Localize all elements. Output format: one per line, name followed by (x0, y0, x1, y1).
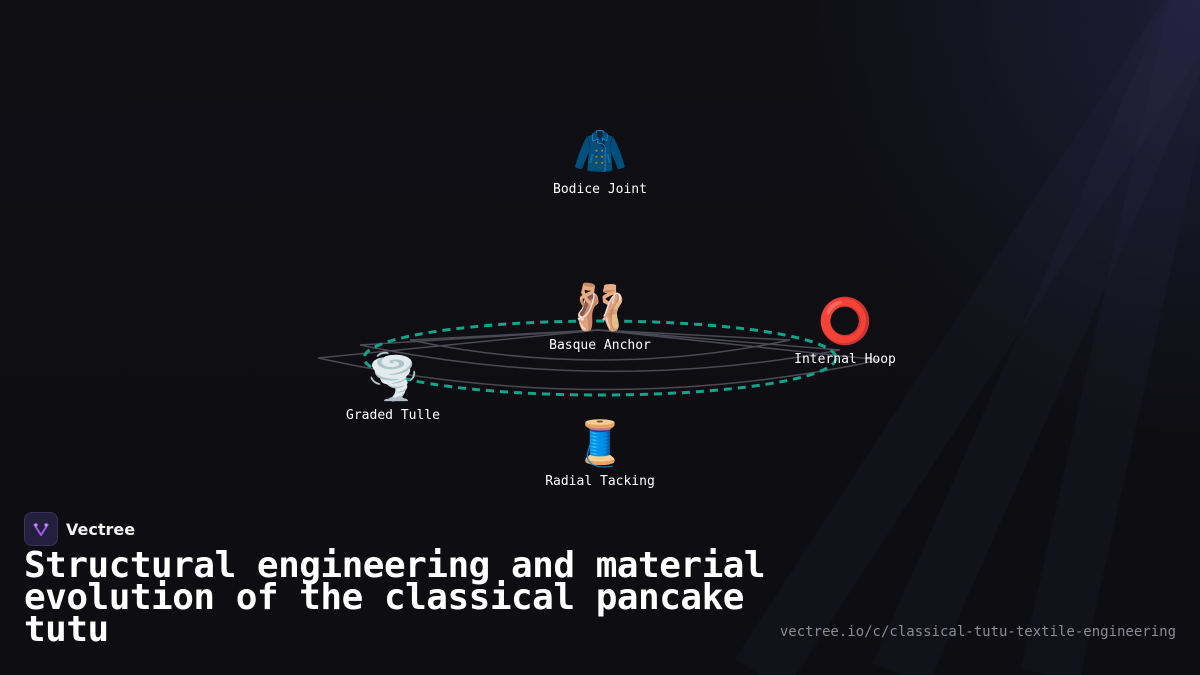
node-label: Radial Tacking (545, 474, 655, 489)
tornado-icon: 🌪️ (365, 352, 421, 403)
node-internal-hoop[interactable]: ⭕ Internal Hoop (745, 296, 945, 367)
node-label: Basque Anchor (549, 338, 651, 353)
hollow-circle-icon: ⭕ (817, 296, 873, 347)
ballet-shoes-icon: 🩰 (572, 282, 628, 333)
node-label: Internal Hoop (794, 352, 896, 367)
coat-icon: 🧥 (572, 126, 628, 177)
tutu-skirt-outline (317, 329, 881, 391)
brand-name: Vectree (66, 519, 136, 539)
vectree-logo-icon (24, 512, 58, 546)
node-label: Bodice Joint (553, 182, 647, 197)
node-bodice-joint[interactable]: 🧥 Bodice Joint (500, 126, 700, 197)
node-graded-tulle[interactable]: 🌪️ Graded Tulle (293, 352, 493, 423)
internal-hoop-ring (362, 319, 838, 397)
page-url[interactable]: vectree.io/c/classical-tutu-textile-engi… (779, 624, 1176, 640)
page-title: Structural engineering and material evol… (24, 545, 766, 650)
brand[interactable]: Vectree (24, 512, 135, 546)
node-basque-anchor[interactable]: 🩰 Basque Anchor (500, 282, 700, 353)
thread-spool-icon: 🧵 (572, 418, 628, 469)
node-label: Graded Tulle (346, 408, 440, 423)
node-radial-tacking[interactable]: 🧵 Radial Tacking (500, 418, 700, 489)
